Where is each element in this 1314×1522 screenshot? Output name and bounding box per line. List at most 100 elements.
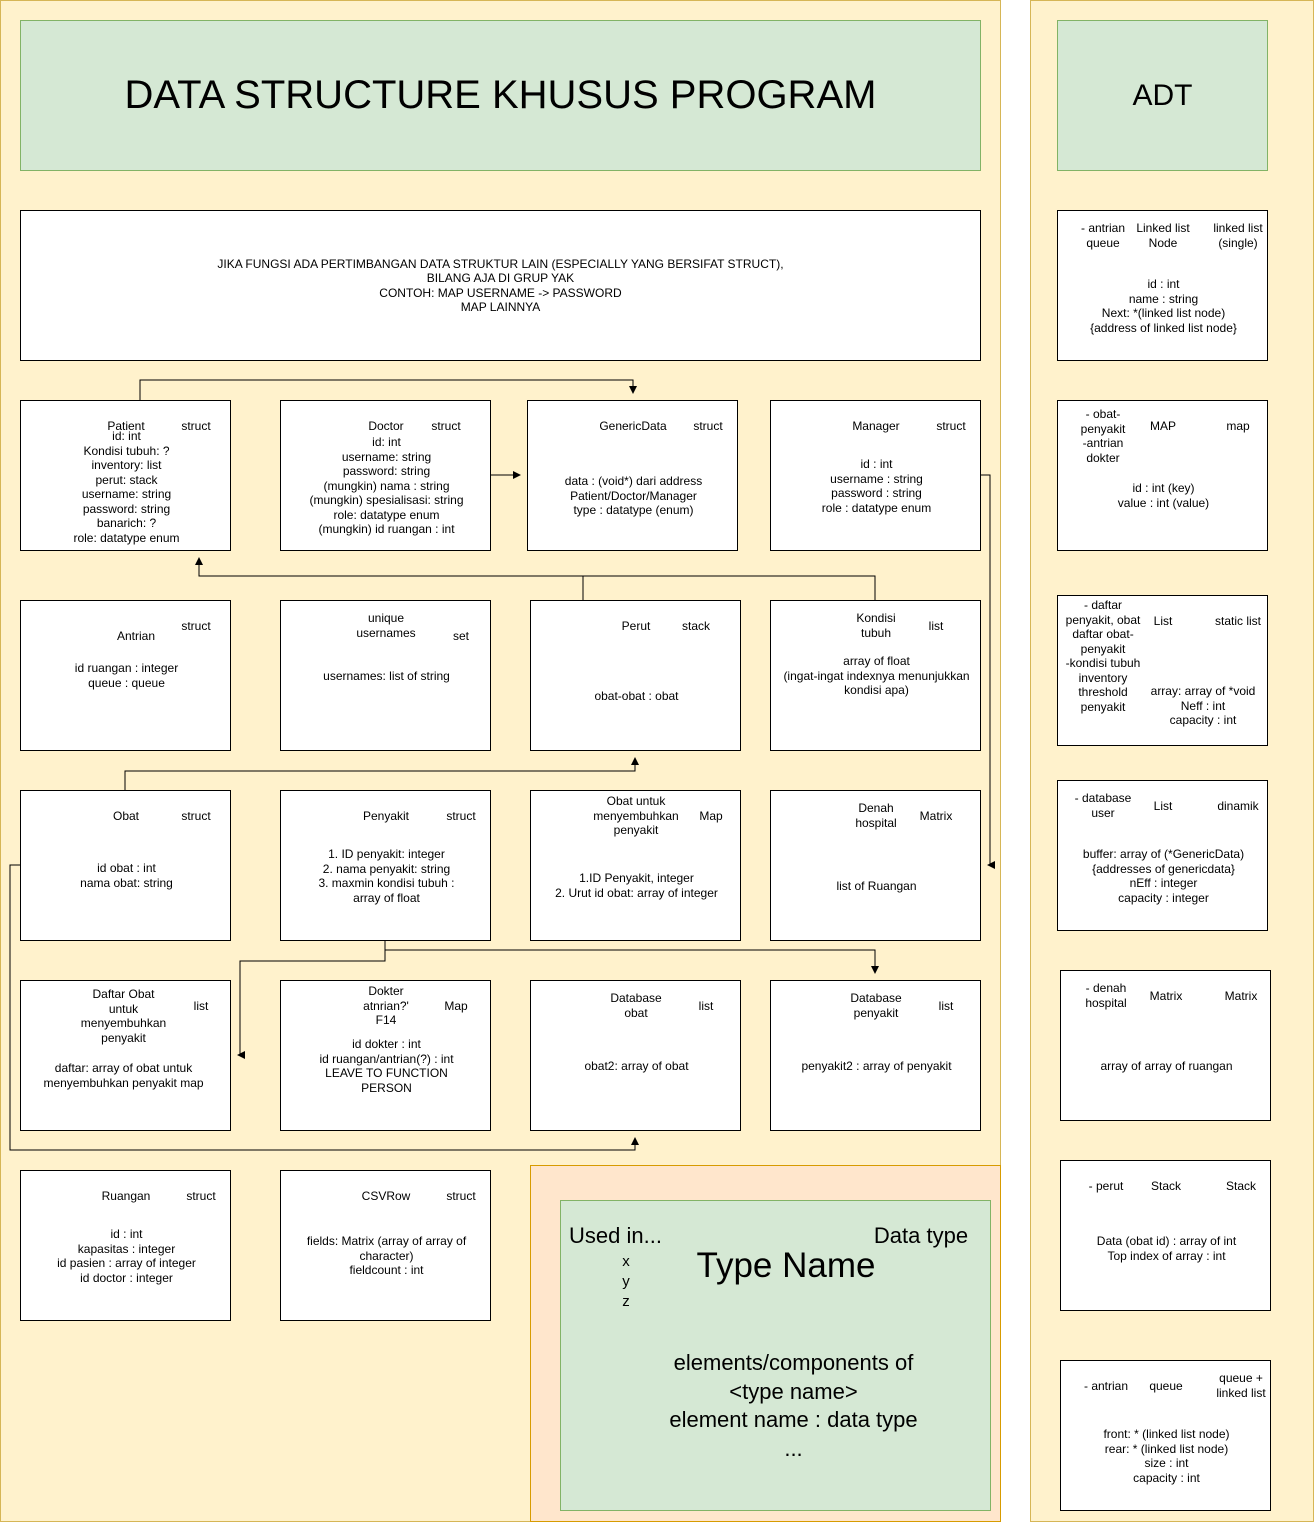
daftar-obat-body: daftar: array of obat untuk menyembuhkan… — [43, 1061, 204, 1090]
adt-name: queue — [1149, 1379, 1183, 1393]
unique-type: set — [452, 629, 469, 643]
dokter-antrian-box: Dokter atnrian?' F14 Map id dokter : int… — [280, 980, 491, 1131]
adt-used: - perut — [1088, 1179, 1124, 1193]
adt-title: ADT — [1057, 20, 1268, 171]
manager-name: Manager — [852, 419, 900, 433]
adt-type: map — [1226, 419, 1250, 433]
adt-type: queue + linked list — [1216, 1371, 1266, 1400]
adt-body: id : int (key) value : int (value) — [1117, 481, 1210, 510]
ruangan-body: id : int kapasitas : integer id pasien :… — [57, 1227, 196, 1285]
obat-untuk-body: 1.ID Penyakit, integer 2. Urut id obat: … — [555, 871, 718, 900]
kondisi-body: array of float (ingat-ingat indexnya men… — [783, 654, 970, 697]
dokter-antrian-name: Dokter atnrian?' F14 — [363, 984, 409, 1027]
adt-used: - antrian — [1083, 1379, 1129, 1393]
obat-untuk-type: Map — [699, 809, 723, 823]
patient-body: id: int Kondisi tubuh: ? inventory: list… — [73, 429, 180, 545]
db-obat-name: Database obat — [610, 991, 662, 1020]
denah-body: list of Ruangan — [836, 879, 917, 893]
daftar-obat-name: Daftar Obat untuk menyembuhkan penyakit — [80, 987, 167, 1045]
adt-name: MAP — [1149, 419, 1176, 433]
database-penyakit-box: Database penyakit list penyakit2 : array… — [770, 980, 981, 1131]
unique-usernames-box: unique usernames set usernames: list of … — [280, 600, 491, 751]
adt-matrix: - denah hospital Matrix Matrix array of … — [1060, 970, 1271, 1121]
dokter-antrian-type: Map — [444, 999, 468, 1013]
legend-card: Used in... x y z Data type Type Name ele… — [560, 1200, 991, 1511]
antrian-type: struct — [181, 619, 211, 633]
ruangan-type: struct — [186, 1189, 216, 1203]
adt-name: List — [1153, 799, 1173, 813]
daftar-obat-box: Daftar Obat untuk menyembuhkan penyakit … — [20, 980, 231, 1131]
obat-body: id obat : int nama obat: string — [80, 861, 173, 890]
doctor-box: Doctor struct id: int username: string p… — [280, 400, 491, 551]
generic-name: GenericData — [599, 419, 667, 433]
perut-name: Perut — [621, 619, 651, 633]
adt-body: buffer: array of (*GenericData) {address… — [1082, 847, 1245, 905]
adt-type: Stack — [1225, 1179, 1256, 1193]
ruangan-box: Ruangan struct id : int kapasitas : inte… — [20, 1170, 231, 1321]
antrian-body: id ruangan : integer queue : queue — [74, 661, 179, 690]
patient-name: Patient — [107, 419, 145, 433]
adt-linked-list-node: - antrian queue Linked list Node linked … — [1057, 210, 1268, 361]
db-penyakit-type: list — [938, 999, 954, 1013]
penyakit-type: struct — [446, 809, 476, 823]
db-penyakit-name: Database penyakit — [850, 991, 902, 1020]
database-obat-box: Database obat list obat2: array of obat — [530, 980, 741, 1131]
ruangan-name: Ruangan — [101, 1189, 151, 1203]
adt-used: - daftar penyakit, obat daftar obat- pen… — [1065, 598, 1141, 714]
adt-body: array of array of ruangan — [1100, 1059, 1233, 1073]
denah-hospital-box: Denah hospital Matrix list of Ruangan — [770, 790, 981, 941]
patient-box: Patient struct id: int Kondisi tubuh: ? … — [20, 400, 231, 551]
adt-name: Linked list Node — [1136, 221, 1190, 250]
denah-type: Matrix — [919, 809, 953, 823]
genericdata-box: GenericData struct data : (void*) dari a… — [527, 400, 738, 551]
legend-elements: elements/components of <type name> eleme… — [669, 1350, 918, 1461]
adt-type: static list — [1214, 614, 1261, 628]
db-obat-type: list — [698, 999, 714, 1013]
generic-type: struct — [693, 419, 723, 433]
doctor-body: id: int username: string password: strin… — [309, 435, 464, 536]
antrian-name: Antrian — [116, 629, 156, 643]
adt-used: - denah hospital — [1085, 981, 1127, 1010]
legend-used-in: Used in... — [569, 1223, 662, 1248]
adt-map: - obat- penyakit -antrian dokter MAP map… — [1057, 400, 1268, 551]
obat-box: Obat struct id obat : int nama obat: str… — [20, 790, 231, 941]
adt-name: List — [1153, 614, 1173, 628]
adt-type: Matrix — [1224, 989, 1258, 1003]
penyakit-box: Penyakit struct 1. ID penyakit: integer … — [280, 790, 491, 941]
manager-box: Manager struct id : int username : strin… — [770, 400, 981, 551]
kondisi-type: list — [928, 619, 944, 633]
csvrow-type: struct — [446, 1189, 476, 1203]
generic-body: data : (void*) dari address Patient/Doct… — [564, 474, 703, 517]
obat-type: struct — [181, 809, 211, 823]
main-title: DATA STRUCTURE KHUSUS PROGRAM — [20, 20, 981, 171]
adt-name: Stack — [1150, 1179, 1181, 1193]
adt-type: dinamik — [1217, 799, 1259, 813]
adt-used: - antrian queue — [1080, 221, 1126, 250]
antrian-box: Antrian struct id ruangan : integer queu… — [20, 600, 231, 751]
adt-dynamic-list: - database user List dinamik buffer: arr… — [1057, 780, 1268, 931]
csvrow-box: CSVRow struct fields: Matrix (array of a… — [280, 1170, 491, 1321]
perut-type: stack — [681, 619, 710, 633]
csvrow-body: fields: Matrix (array of array of charac… — [306, 1234, 467, 1277]
adt-stack: - perut Stack Stack Data (obat id) : arr… — [1060, 1160, 1271, 1311]
adt-name: Matrix — [1149, 989, 1183, 1003]
unique-name: unique usernames — [356, 611, 416, 640]
manager-type: struct — [936, 419, 966, 433]
perut-body: obat-obat : obat — [594, 689, 679, 703]
adt-used: - database user — [1074, 791, 1132, 820]
doctor-type: struct — [431, 419, 461, 433]
adt-body: array: array of *void Neff : int capacit… — [1150, 684, 1256, 727]
adt-body: Data (obat id) : array of int Top index … — [1096, 1234, 1237, 1263]
legend-type-name: Type Name — [696, 1246, 876, 1285]
obat-untuk-name: Obat untuk menyembuhkan penyakit — [593, 794, 679, 837]
penyakit-name: Penyakit — [362, 809, 410, 823]
dokter-antrian-body: id dokter : int id ruangan/antrian(?) : … — [319, 1037, 454, 1095]
daftar-obat-type: list — [193, 999, 209, 1013]
unique-body: usernames: list of string — [323, 669, 450, 683]
adt-static-list: - daftar penyakit, obat daftar obat- pen… — [1057, 595, 1268, 746]
denah-name: Denah hospital — [855, 801, 897, 830]
legend-used-list: x y z — [622, 1253, 630, 1310]
note-box: JIKA FUNGSI ADA PERTIMBANGAN DATA STRUKT… — [20, 210, 981, 361]
kondisi-tubuh-box: Kondisi tubuh list array of float (ingat… — [770, 600, 981, 751]
adt-body: id : int name : string Next: *(linked li… — [1090, 277, 1237, 335]
